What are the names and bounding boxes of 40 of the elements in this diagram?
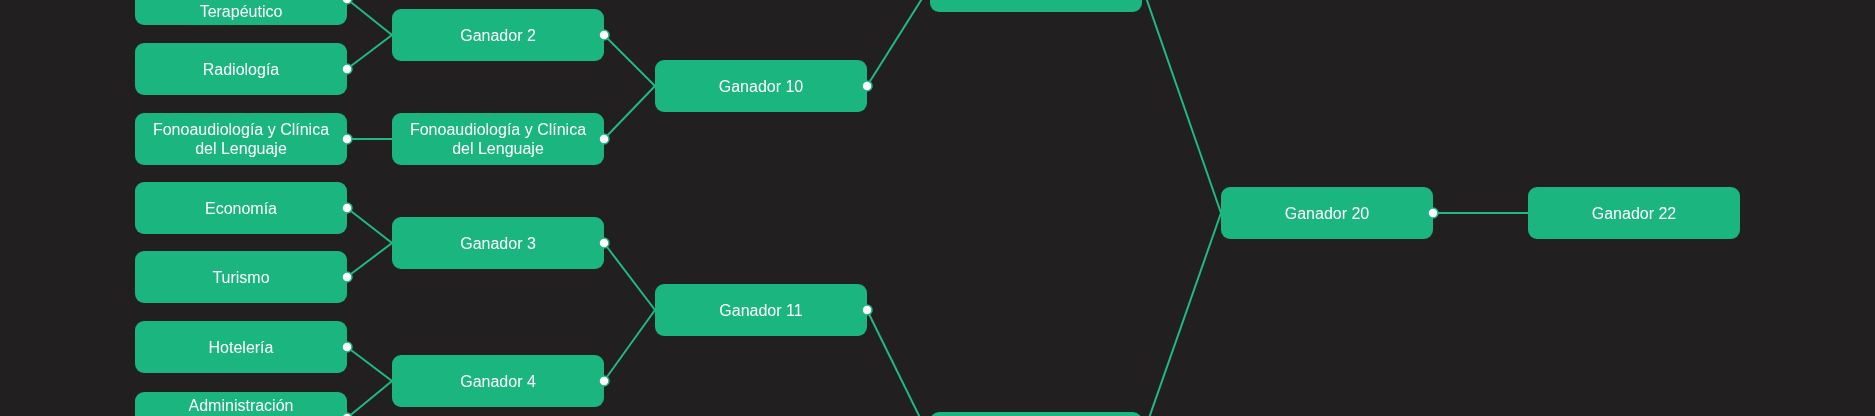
connector-line bbox=[341, 202, 393, 244]
box-label: Ganador 2 bbox=[460, 25, 536, 45]
box-label: Fonoaudiología y Clínica del Lenguaje bbox=[408, 120, 588, 158]
box-label: Ganador 11 bbox=[719, 300, 803, 320]
connector-line bbox=[598, 309, 656, 387]
box-label: Economía bbox=[204, 198, 277, 218]
box-label: Hotelería bbox=[208, 337, 274, 357]
connector-line bbox=[341, 34, 393, 75]
connector-line bbox=[341, 341, 393, 382]
bracket-box bbox=[655, 284, 867, 336]
bracket-box bbox=[655, 60, 867, 112]
box-label: Ganador 10 bbox=[718, 76, 804, 96]
box-label: Ganador 22 bbox=[1591, 203, 1677, 223]
bracket-box bbox=[135, 321, 347, 373]
connector-line bbox=[1427, 207, 1529, 219]
bracket-box bbox=[135, 251, 347, 303]
bracket-box bbox=[1221, 187, 1433, 239]
connector-line bbox=[341, 0, 393, 36]
bracket-box bbox=[135, 182, 347, 234]
connector-line bbox=[598, 237, 656, 311]
bracket-box bbox=[392, 355, 604, 407]
bracket-box bbox=[392, 9, 604, 61]
connector-line bbox=[341, 133, 393, 145]
bracket-box bbox=[135, 43, 347, 95]
box-label: Radiología bbox=[202, 59, 280, 79]
bracket-box bbox=[1528, 187, 1740, 239]
bracket-box bbox=[392, 217, 604, 269]
box-label: Fonoaudiología y Clínica del Lenguaje bbox=[151, 120, 331, 158]
box-label: Administración bbox=[188, 396, 294, 415]
bracket-box bbox=[135, 113, 347, 165]
box-label: Ganador 20 bbox=[1284, 203, 1370, 223]
box-label: Ganador 4 bbox=[460, 371, 536, 391]
box-label: Ganador 3 bbox=[460, 233, 536, 253]
connector-line bbox=[598, 85, 656, 145]
bracket-box bbox=[392, 113, 604, 165]
box-label: Terapéutico bbox=[199, 2, 283, 21]
connector-line bbox=[598, 29, 656, 87]
box-label: Turismo bbox=[212, 267, 270, 287]
connector-line bbox=[341, 380, 393, 416]
connector-line bbox=[341, 242, 393, 283]
